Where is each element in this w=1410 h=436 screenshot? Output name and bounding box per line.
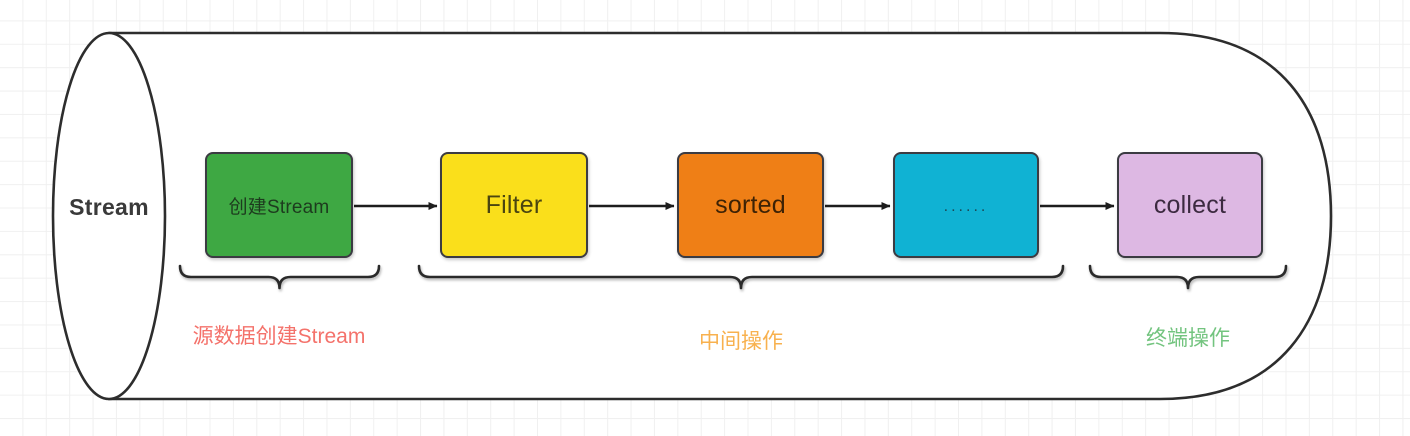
process-node-label: Filter bbox=[485, 190, 543, 219]
process-node-label: ...... bbox=[943, 198, 989, 215]
brace-layer bbox=[178, 264, 1288, 290]
brace-label-source: 源数据创建Stream bbox=[192, 325, 366, 348]
process-node-create[interactable]: 创建Stream bbox=[205, 152, 353, 258]
process-node-collect[interactable]: collect bbox=[1117, 152, 1263, 258]
process-node-sorted[interactable]: sorted bbox=[677, 152, 824, 258]
cylinder-label-stream: Stream bbox=[69, 194, 149, 220]
process-node-label: collect bbox=[1153, 190, 1227, 219]
brace-terminal bbox=[1088, 264, 1288, 290]
process-node-label: 创建Stream bbox=[228, 196, 330, 218]
brace-label-intermediate: 中间操作 bbox=[699, 330, 783, 353]
cylinder-left-face bbox=[51, 31, 167, 401]
process-node-filter[interactable]: Filter bbox=[440, 152, 588, 258]
brace-source bbox=[178, 264, 381, 290]
brace-intermediate bbox=[417, 264, 1065, 290]
brace-label-terminal: 终端操作 bbox=[1146, 327, 1230, 350]
process-node-label: sorted bbox=[715, 190, 786, 219]
process-node-ellipsis[interactable]: ...... bbox=[893, 152, 1039, 258]
